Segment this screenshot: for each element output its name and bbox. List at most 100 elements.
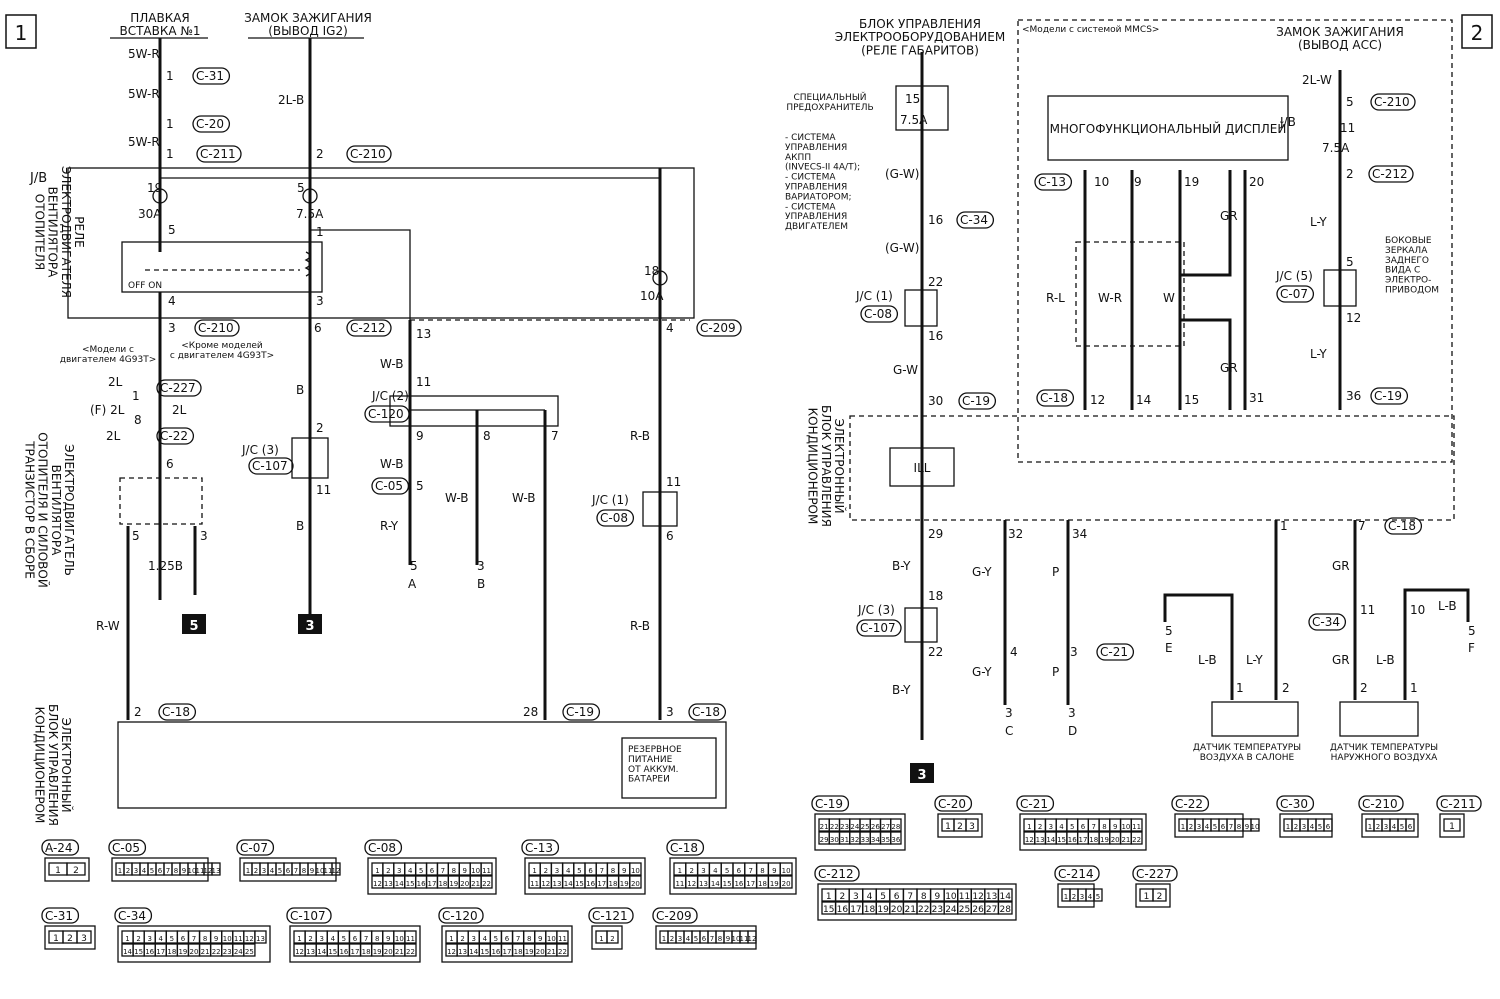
connector-pin-number: 1	[1449, 822, 1455, 832]
connector-pin-number: 21	[904, 905, 915, 915]
connector-body-C-212	[817, 883, 1017, 921]
wire-label-r6: (G-W)	[885, 241, 919, 255]
connector-name-C-08: C-08	[368, 841, 396, 855]
connector-pin-number: 16	[339, 948, 348, 956]
connector-pin-number: 18	[438, 880, 447, 888]
wire-label-l3: C-31	[196, 69, 224, 83]
connector-pin-number: 14	[123, 948, 132, 956]
wire-label-l68: 2	[134, 705, 142, 719]
connector-pin-number: 16	[837, 905, 849, 915]
connector-pin-number: 20	[631, 880, 640, 888]
connector-pin-number: 15	[575, 880, 584, 888]
connector-pin	[965, 818, 979, 832]
connector-tag	[1370, 387, 1409, 405]
connector-pin-number: 14	[1046, 836, 1055, 844]
connector-pin-number: 1	[125, 935, 129, 943]
connector-pin-number: 8	[203, 935, 207, 943]
connector-pin-number: 10	[1251, 823, 1260, 831]
connector-tag	[1276, 285, 1315, 303]
connector-pin-number: 4	[331, 935, 336, 943]
ecu-label-1: ЭЛЕКТРОННЫЙБЛОК УПРАВЛЕНИЯКОНДИЦИОНЕРОМ	[33, 704, 74, 826]
wire-label-r9: C-08	[864, 307, 892, 321]
connector-pin-number: 6	[1326, 823, 1331, 831]
connector-pin-number: 6	[430, 867, 435, 875]
connector-pin-number: 3	[134, 867, 138, 875]
connector-pin-number: 1	[1368, 823, 1372, 831]
wire-label-l8: 1	[166, 147, 174, 161]
connector-tag	[1370, 93, 1416, 111]
connector-pin-number: 5	[577, 867, 581, 875]
wire-label-r39: J/C (5)	[1275, 269, 1313, 283]
connector-pin-number: 1	[826, 892, 832, 902]
wire-label-r11: G-W	[893, 363, 918, 377]
connector-pin-number: 17	[156, 948, 165, 956]
wire-label-r80: F	[1468, 641, 1475, 655]
connector-pin-number: 19	[525, 948, 534, 956]
connector-pin-number: 4	[142, 867, 147, 875]
wire-label-r73: L-B	[1198, 653, 1217, 667]
connector-pin-number: 12	[687, 880, 696, 888]
connector-tag	[1096, 643, 1135, 661]
wire-label-r27: 15	[1184, 393, 1199, 407]
wire-label-r4: 16	[928, 213, 943, 227]
wire-label-r10: 16	[928, 329, 943, 343]
connector-pin-number: 4	[270, 867, 275, 875]
wire-label-l65: 6	[666, 529, 674, 543]
ground-3-2: 3	[917, 768, 926, 783]
connector-body-C-20	[937, 813, 983, 838]
connector-pin-number: 6	[286, 867, 291, 875]
connector-pin-number: 30	[830, 836, 839, 844]
wire-label-l57: 5	[132, 529, 140, 543]
connector-tag	[1034, 173, 1073, 191]
wire-label-r83: 3	[1005, 706, 1013, 720]
wire-label-r49: 7	[1358, 519, 1366, 533]
connector-pin-number: 22	[482, 880, 491, 888]
jb-box	[67, 167, 695, 319]
connector-pin-number: 8	[718, 935, 722, 943]
connector-pin-number: 7	[516, 935, 520, 943]
wire-label-l69: C-18	[162, 705, 190, 719]
connector-pin-number: 17	[428, 880, 437, 888]
connector-pin-number: 2	[670, 935, 674, 943]
connector-body-C-08	[367, 857, 497, 895]
connector-pin-number: 13	[212, 867, 221, 875]
wire-label-l72: 3	[666, 705, 674, 719]
connector-pin-number: 2	[1072, 893, 1076, 901]
connector-pin	[606, 930, 619, 944]
connector-pin	[66, 862, 86, 876]
connector-pin-number: 3	[1080, 893, 1084, 901]
connector-pin-number: 2	[957, 822, 963, 832]
motor-label: ЭЛЕКТРОДВИГАТЕЛЬВЕНТИЛЯТОРАОТОПИТЕЛЯ И С…	[22, 432, 76, 588]
connector-pin-number: 2	[136, 935, 140, 943]
wire-label-l13: 19	[147, 181, 162, 195]
connector-pin-number: 1	[945, 822, 951, 832]
connector-name-C-18: C-18	[670, 841, 698, 855]
ground-3-box-2	[910, 763, 934, 783]
connector-pin-number: 15	[480, 948, 489, 956]
connector-pin-number: 9	[622, 867, 626, 875]
connector-pin-number: 3	[1197, 823, 1201, 831]
wire-label-r45: 29	[928, 527, 943, 541]
connector-name-C-22: C-22	[1175, 797, 1203, 811]
connector-tag	[596, 509, 635, 527]
connector-pin-number: 3	[1302, 823, 1306, 831]
connector-pin-number: 8	[452, 867, 456, 875]
connector-pin	[404, 930, 417, 944]
connector-tag	[371, 477, 410, 495]
ecu-box-2	[849, 415, 1455, 521]
wire-label-l42: B	[296, 383, 304, 397]
connector-pin-number: 33	[861, 836, 870, 844]
connector-pin-number: 14	[317, 948, 326, 956]
connector-pin-number: 24	[850, 823, 859, 831]
wire-label-l27: 13	[416, 327, 431, 341]
wire-label-r68: L-B	[1438, 599, 1457, 613]
connector-pin-number: 2	[610, 935, 614, 943]
connector-name-tag	[666, 839, 705, 856]
connector-pin-number: 9	[310, 867, 314, 875]
connector-pin-number: 8	[302, 867, 306, 875]
connector-pin-number: 13	[384, 880, 393, 888]
connector-body-C-210	[1361, 813, 1419, 838]
connector-pin-number: 13	[699, 880, 708, 888]
